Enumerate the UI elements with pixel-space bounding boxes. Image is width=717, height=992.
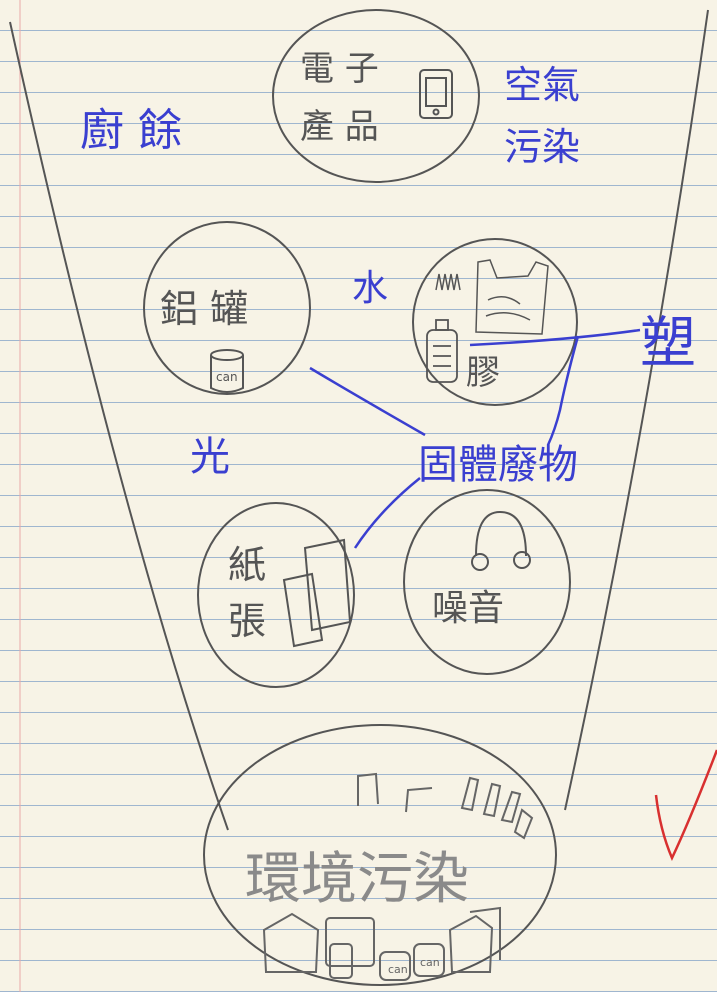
plastic-circle-label: 膠 [466, 353, 500, 393]
light-label: 光 [190, 434, 230, 480]
line-plastic-to-solid-waste [546, 335, 580, 446]
headphones-icon [471, 510, 531, 571]
paper-icon [282, 538, 352, 648]
can-icon [210, 349, 244, 393]
kitchen-waste-label: 廚 餘 [80, 105, 182, 156]
electronics-label-line1: 電 子 [300, 49, 379, 89]
circle-aluminum [143, 221, 311, 395]
plastic-label: 塑 [640, 311, 696, 376]
blue-connector-lines [309, 328, 641, 549]
funnel-right-edge [564, 9, 709, 811]
circle-electronics [272, 9, 480, 183]
environment-label: 環境污染 [245, 847, 469, 912]
trash-icons [262, 772, 534, 981]
plastic-bag-icon [475, 259, 549, 335]
electronics-label-line2: 產 品 [300, 107, 379, 147]
line-plastic-to-plastic-label [469, 328, 641, 347]
circle-plastic [412, 238, 578, 406]
paper-label-line2: 張 [228, 599, 266, 643]
noise-label: 噪音 [432, 588, 504, 629]
water-label: 水 [352, 268, 388, 309]
circle-noise [403, 489, 571, 675]
env-can-text-1: can [388, 963, 408, 976]
scribble-text [435, 273, 461, 291]
phone-icon [419, 69, 453, 119]
circle-environment [203, 724, 557, 986]
air-pollution-label-line1: 空氣 [504, 63, 580, 107]
paper-label-line1: 紙 [228, 543, 266, 587]
env-can-text-2: can [420, 956, 440, 969]
funnel-left-edge [9, 21, 229, 831]
line-aluminum-to-solid-waste [309, 366, 426, 437]
air-pollution-label-line2: 污染 [504, 125, 580, 169]
circle-paper [197, 502, 355, 688]
plastic-bottle-icon [426, 319, 458, 383]
line-paper-to-solid-waste [353, 477, 421, 549]
aluminum-label: 鋁 罐 [160, 287, 248, 331]
can-icon-text: can [216, 370, 238, 384]
solid-waste-label: 固體廢物 [418, 442, 578, 488]
check-mark-icon [654, 749, 717, 862]
